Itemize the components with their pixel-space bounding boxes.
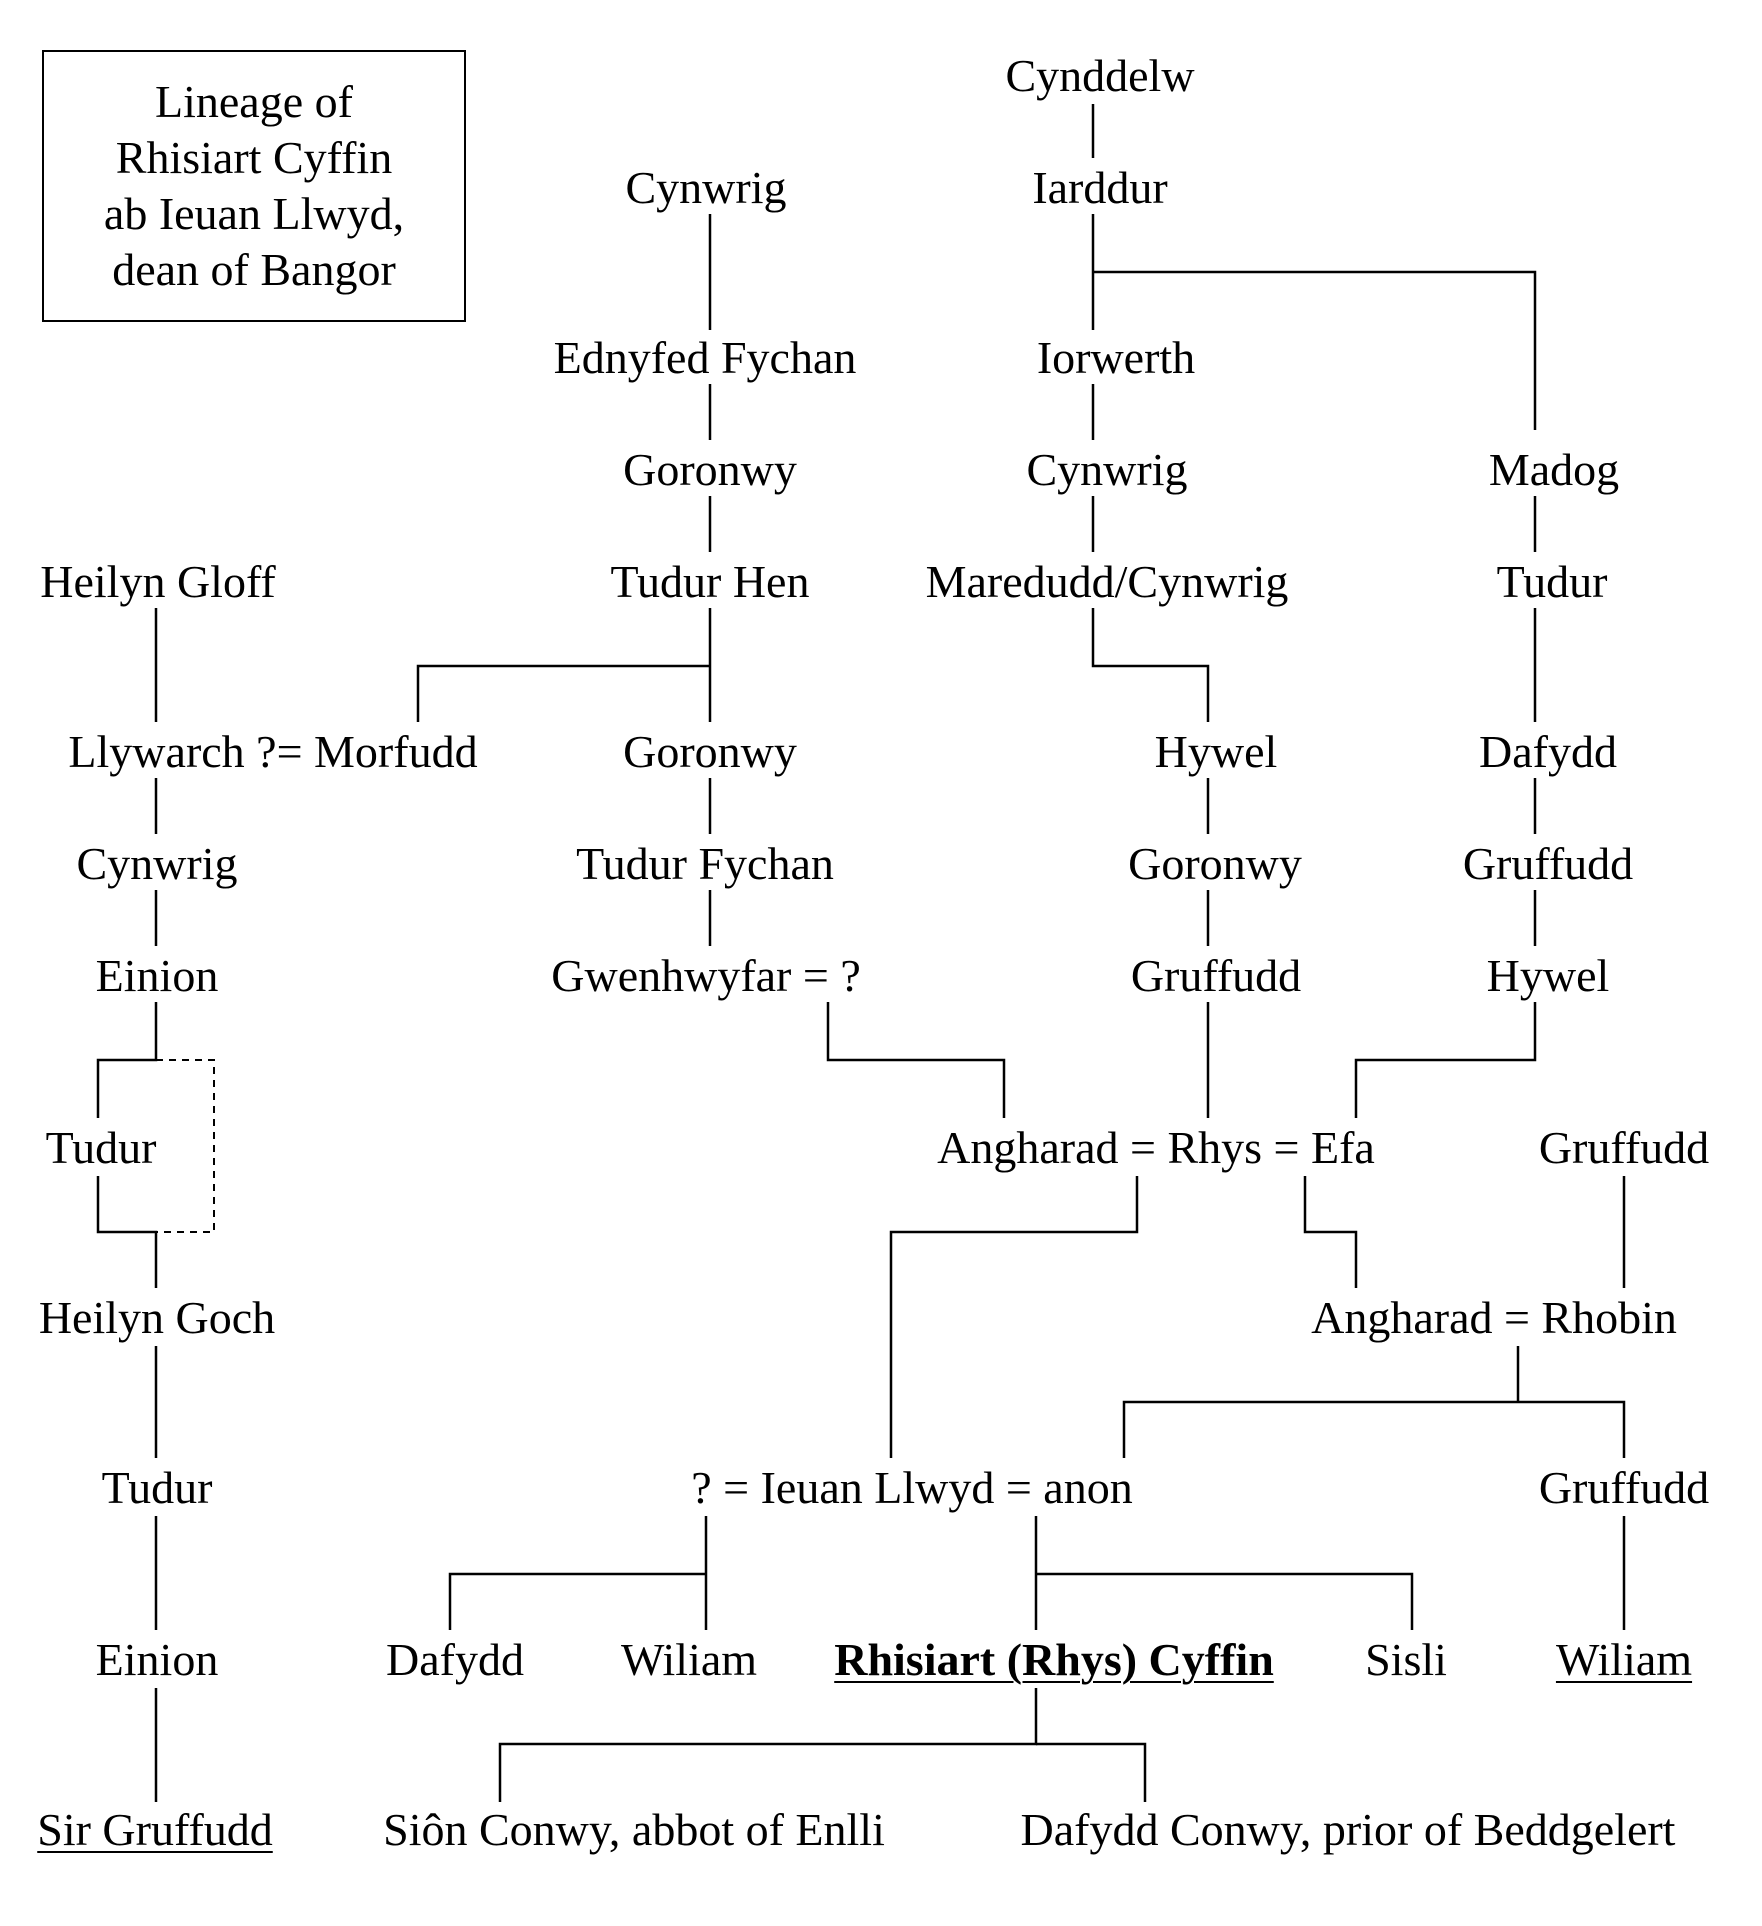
person-heilyn-gloff: Heilyn Gloff	[40, 556, 276, 607]
person-cynddelw: Cynddelw	[1005, 50, 1195, 101]
couple-gwenhwyfar: Gwenhwyfar = ?	[551, 950, 861, 1001]
person-cynwrig: Cynwrig	[76, 838, 238, 889]
person-iarddur: Iarddur	[1032, 162, 1168, 213]
person-sir-gruffudd: Sir Gruffudd	[37, 1804, 273, 1855]
person-tudur-hen: Tudur Hen	[610, 556, 810, 607]
couple-angharad-rhys-efa: Angharad = Rhys = Efa	[937, 1122, 1375, 1173]
person-tudur: Tudur	[101, 1462, 213, 1513]
title-line: dean of Bangor	[112, 244, 396, 295]
person-hywel: Hywel	[1486, 950, 1610, 1001]
title-line: Rhisiart Cyffin	[115, 132, 393, 183]
person-gruffudd: Gruffudd	[1462, 838, 1634, 889]
person-goronwy: Goronwy	[623, 444, 797, 495]
couple-ieuan-llwyd: ? = Ieuan Llwyd = anon	[691, 1462, 1133, 1513]
couple-llywarch-morfudd: Llywarch ?= Morfudd	[68, 726, 478, 777]
person-gruffudd: Gruffudd	[1130, 950, 1302, 1001]
person-cynwrig: Cynwrig	[625, 162, 787, 213]
title-box: Lineage of Rhisiart Cyffin ab Ieuan Llwy…	[42, 50, 466, 322]
person-wiliam: Wiliam	[1555, 1634, 1693, 1685]
person-gruffudd: Gruffudd	[1538, 1122, 1710, 1173]
person-sisli: Sisli	[1365, 1634, 1447, 1685]
person-maredudd-cynwrig: Maredudd/Cynwrig	[925, 556, 1289, 607]
person-goronwy: Goronwy	[623, 726, 797, 777]
person-dafydd: Dafydd	[386, 1634, 524, 1685]
title-line: Lineage of	[155, 76, 353, 127]
person-goronwy: Goronwy	[1128, 838, 1302, 889]
couple-angharad-rhobin: Angharad = Rhobin	[1311, 1292, 1677, 1343]
person-dafydd-conwy: Dafydd Conwy, prior of Beddgelert	[1020, 1804, 1676, 1855]
person-ednyfed-fychan: Ednyfed Fychan	[553, 332, 857, 383]
person-gruffudd: Gruffudd	[1538, 1462, 1710, 1513]
person-tudur: Tudur	[45, 1122, 157, 1173]
person-heilyn-goch: Heilyn Goch	[38, 1292, 276, 1343]
person-tudur: Tudur	[1496, 556, 1608, 607]
person-rhisiart-cyffin: Rhisiart (Rhys) Cyffin	[834, 1634, 1274, 1685]
person-iorwerth: Iorwerth	[1036, 332, 1196, 383]
person-wiliam: Wiliam	[620, 1634, 758, 1685]
person-sion-conwy: Siôn Conwy, abbot of Enlli	[383, 1804, 885, 1855]
title-line: ab Ieuan Llwyd,	[103, 188, 405, 239]
person-dafydd: Dafydd	[1479, 726, 1617, 777]
person-cynwrig: Cynwrig	[1026, 444, 1188, 495]
person-tudur-fychan: Tudur Fychan	[576, 838, 834, 889]
person-einion: Einion	[95, 1634, 219, 1685]
person-einion: Einion	[95, 950, 219, 1001]
person-madog: Madog	[1488, 444, 1620, 495]
person-hywel: Hywel	[1154, 726, 1278, 777]
